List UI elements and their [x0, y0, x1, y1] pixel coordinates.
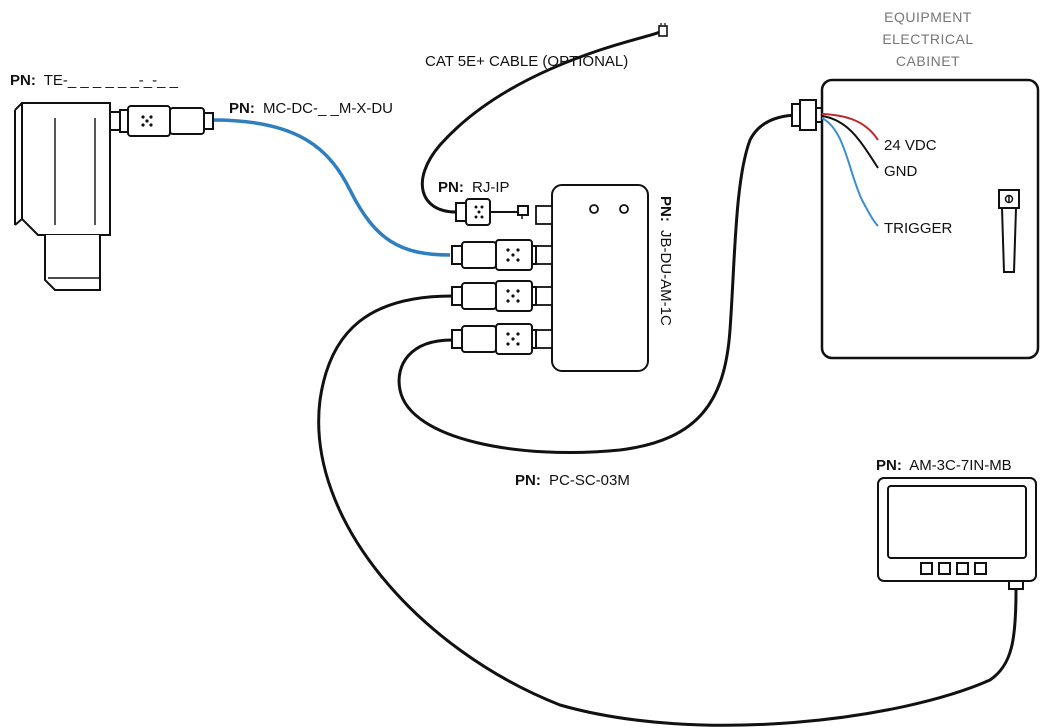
power-cable [397, 113, 801, 454]
power-cable-pn-prefix: PN: [515, 472, 541, 489]
wire-label-24vdc: 24 VDC [884, 137, 937, 154]
rj-pn: RJ-IP [472, 179, 510, 196]
junction-plug-camera-icon [451, 239, 537, 271]
monitor-pn-prefix: PN: [876, 457, 902, 474]
wire-label-gnd: GND [884, 163, 918, 180]
svg-text:PN: RJ-IP: PN: RJ-IP [438, 179, 510, 196]
cat5-cable [420, 30, 661, 214]
junction-pn: JB-DU-AM-1C [657, 230, 674, 326]
svg-text:PN: AM-3C-7IN-MB: PN: AM-3C-7IN-MB [876, 457, 1012, 474]
cabinet-title-line3: CABINET [896, 53, 960, 69]
junction-box [535, 184, 649, 372]
electrical-cabinet [791, 78, 1040, 360]
svg-text:PN: MC-DC-_ _M-X-DU: PN: MC-DC-_ _M-X-DU [229, 100, 393, 117]
cat5-label: CAT 5E+ CABLE (OPTIONAL) [425, 53, 628, 70]
power-cable-pn: PC-SC-03M [549, 472, 630, 489]
camera-device [14, 102, 121, 291]
cable-pn: MC-DC-_ _M-X-DU [263, 100, 393, 117]
monitor-device [877, 477, 1037, 590]
cable-pn-prefix: PN: [229, 100, 255, 117]
rj-ip-connector-icon [455, 198, 529, 226]
junction-pn-prefix: PN: [657, 196, 674, 222]
cabinet-title-line1: EQUIPMENT [884, 9, 972, 25]
wire-gnd [821, 115, 879, 169]
camera-pn-prefix: PN: [10, 72, 36, 89]
camera-pn: TE-_ _ _ _ _ _-_-_ _ [44, 72, 179, 89]
camera-connector-icon [119, 105, 214, 137]
wire-24vdc [821, 113, 879, 141]
monitor-pn: AM-3C-7IN-MB [909, 457, 1012, 474]
cabinet-title-line2: ELECTRICAL [882, 31, 973, 47]
cat5-end-connector-icon [658, 23, 668, 37]
svg-text:PN: TE-_ _ _ _ _ _-_-_ _: PN: TE-_ _ _ _ _ _-_-_ _ [10, 72, 179, 89]
svg-text:PN: JB-DU-AM-1C: PN: JB-DU-AM-1C [657, 196, 674, 326]
wire-trigger [821, 117, 879, 227]
monitor-cable [317, 294, 1018, 727]
rj-pn-prefix: PN: [438, 179, 464, 196]
key-switch-icon [998, 189, 1020, 273]
junction-plug-monitor-icon [451, 280, 537, 312]
wire-label-trigger: TRIGGER [884, 220, 953, 237]
svg-text:PN: PC-SC-03M: PN: PC-SC-03M [515, 472, 630, 489]
junction-plug-power-icon [451, 323, 537, 355]
camera-cable-blue [212, 118, 451, 257]
